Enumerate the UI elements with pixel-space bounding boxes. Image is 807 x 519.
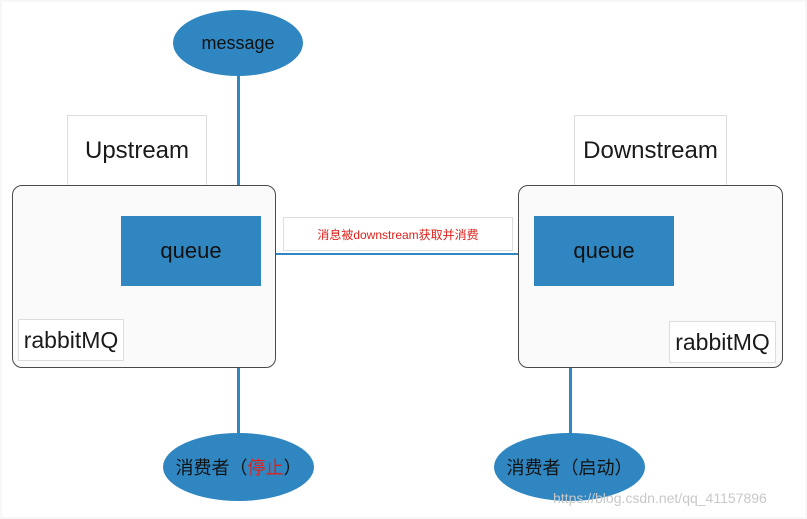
upstream-consumer-suffix: ） [283,458,302,478]
federation-link-line [261,253,534,255]
upstream-consumer-node: 消费者（停止） [163,433,314,501]
message-node: message [173,10,303,76]
upstream-title-box: Upstream [67,115,207,186]
upstream-consumer-status: 停止 [247,458,284,478]
watermark: https://blog.csdn.net/qq_41157896 [553,490,767,506]
upstream-consumer-label: 消费者（停止） [176,454,302,480]
downstream-title: Downstream [583,136,718,164]
upstream-queue: queue [121,216,261,286]
downstream-consumer-status: 启动 [578,458,615,478]
downstream-broker-label: rabbitMQ [675,328,770,355]
downstream-consumer-suffix: ） [614,458,633,478]
downstream-queue-label: queue [573,238,635,263]
downstream-consumer-label: 消费者（启动） [507,454,633,480]
downstream-broker-label-box: rabbitMQ [669,321,776,363]
link-note-box: 消息被downstream获取并消费 [283,217,513,251]
upstream-title: Upstream [84,136,190,164]
upstream-broker-label-box: rabbitMQ [18,319,124,361]
message-to-upstream-queue-line [237,76,240,217]
downstream-consumer-prefix: 消费者（ [506,458,579,478]
upstream-queue-label: queue [160,238,222,263]
link-note-text: 消息被downstream获取并消费 [317,227,479,242]
message-node-label: message [201,32,275,53]
upstream-broker-label: rabbitMQ [23,326,119,353]
downstream-title-box: Downstream [574,115,727,186]
downstream-queue: queue [534,216,674,286]
downstream-consumer-node: 消费者（启动） [494,433,645,501]
upstream-consumer-prefix: 消费者（ [175,458,248,478]
